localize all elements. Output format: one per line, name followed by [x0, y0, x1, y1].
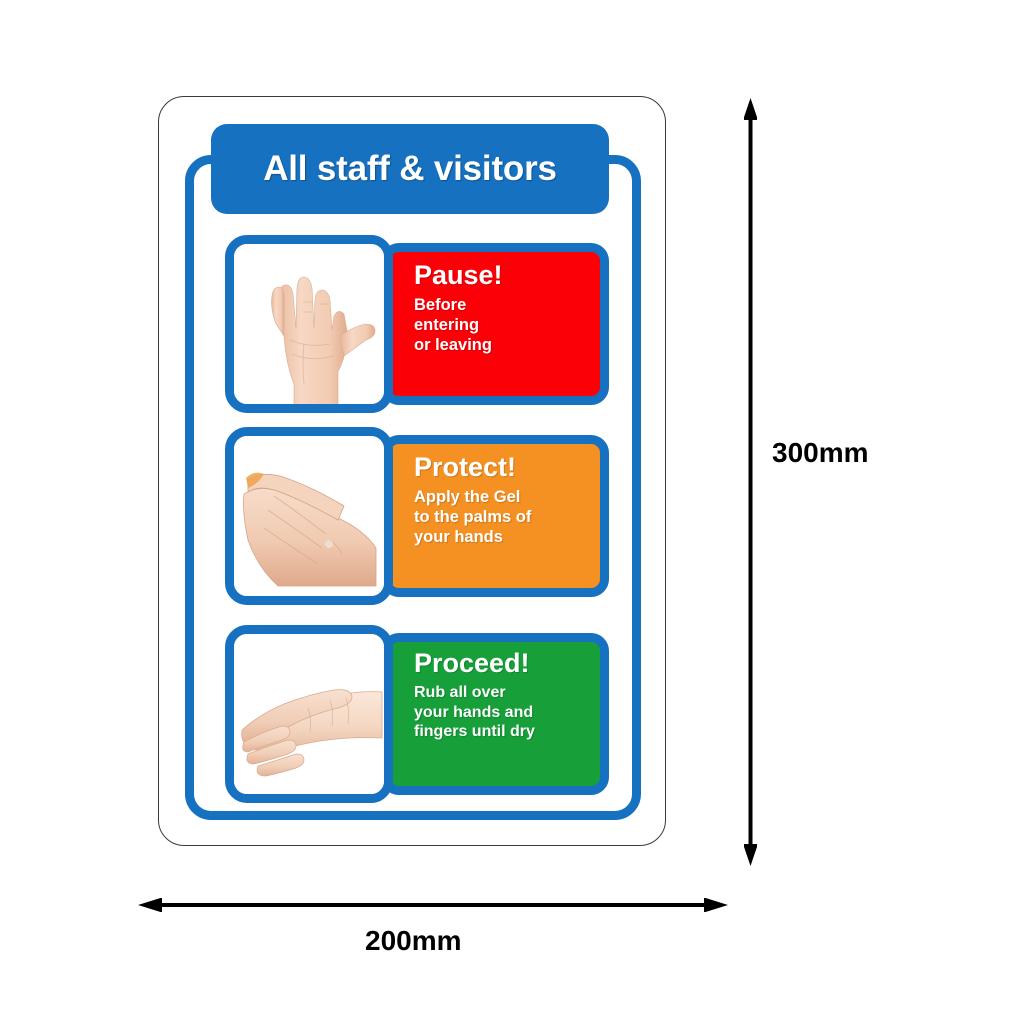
step-row-pause: Pause! Before entering or leaving: [225, 235, 609, 413]
rubbing-hands-photo: [234, 634, 384, 794]
step-body-line: fingers until dry: [414, 723, 535, 741]
open-palm-hand-icon: [271, 276, 376, 404]
step-body-proceed: Rub all over your hands and fingers unti…: [414, 683, 600, 742]
step-heading-proceed: Proceed!: [414, 648, 530, 678]
gel-on-palm-hand-photo: [234, 436, 384, 596]
message-panel-pause: Pause! Before entering or leaving: [381, 243, 609, 405]
rubbing-hands-icon: [241, 689, 383, 777]
open-palm-hand-photo: [234, 244, 384, 404]
width-arrow-icon: [138, 897, 728, 913]
message-panel-proceed: Proceed! Rub all over your hands and fin…: [381, 633, 609, 795]
step-body-line: Apply the Gel: [414, 488, 521, 506]
step-body-line: or leaving: [414, 336, 492, 355]
step-heading-protect: Protect!: [414, 452, 517, 482]
step-body-line: your hands and: [414, 703, 534, 721]
message-panel-protect: Protect! Apply the Gel to the palms of y…: [381, 435, 609, 597]
sign-header-bar: All staff & visitors: [211, 124, 609, 214]
gel-on-palm-hand-icon: [243, 472, 377, 587]
height-dimension-label: 300mm: [772, 437, 869, 468]
sign-header-title: All staff & visitors: [263, 149, 557, 188]
photo-tile-protect: [225, 427, 393, 605]
height-dimension-arrow: [743, 98, 758, 866]
sign-panel: All staff & visitors: [158, 96, 666, 846]
step-body-line: Rub all over: [414, 684, 506, 701]
step-heading-pause: Pause!: [414, 260, 503, 290]
step-body-pause: Before entering or leaving: [414, 295, 600, 355]
height-arrow-icon: [743, 98, 758, 866]
width-dimension-label: 200mm: [365, 925, 462, 956]
width-dimension-arrow: [138, 897, 728, 913]
step-body-line: your hands: [414, 528, 503, 547]
photo-tile-pause: [225, 235, 393, 413]
step-row-protect: Protect! Apply the Gel to the palms of y…: [225, 427, 609, 605]
photo-tile-proceed: [225, 625, 393, 803]
step-body-line: Before: [414, 296, 467, 314]
step-body-line: entering: [414, 316, 480, 335]
step-row-proceed: Proceed! Rub all over your hands and fin…: [225, 625, 609, 803]
step-body-protect: Apply the Gel to the palms of your hands: [414, 487, 600, 547]
step-body-line: to the palms of: [414, 508, 532, 527]
